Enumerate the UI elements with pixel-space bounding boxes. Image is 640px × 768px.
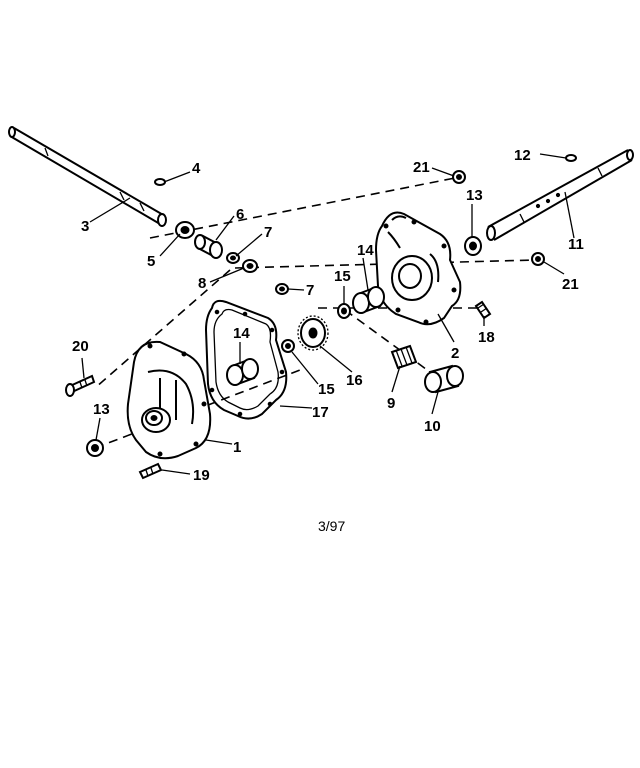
seal-part-8	[242, 259, 258, 273]
callout-21-right: 21	[562, 276, 579, 293]
washer-part-7-lower	[275, 283, 289, 295]
bushing-part-14-right	[352, 286, 385, 314]
callout-8: 8	[198, 275, 206, 292]
callout-7-lower: 7	[306, 282, 314, 299]
revision-date: 3/97	[318, 518, 345, 534]
bearing-part-13-lower	[86, 439, 104, 457]
washer-part-7-upper	[226, 252, 240, 264]
callout-7-upper: 7	[264, 224, 272, 241]
callout-13-lower: 13	[93, 401, 110, 418]
callout-12: 12	[514, 147, 531, 164]
callout-19: 19	[193, 467, 210, 484]
washer-part-15-lower	[281, 339, 295, 353]
housing-half-part-2	[374, 211, 462, 326]
leader-lines	[81, 153, 575, 475]
bearing-part-5	[175, 221, 195, 239]
callout-11: 11	[568, 236, 584, 253]
callout-18: 18	[478, 329, 495, 346]
key-part-12	[565, 154, 577, 162]
callout-14-left: 14	[233, 325, 250, 342]
bushing-part-6	[194, 234, 223, 259]
worm-part-9	[390, 344, 418, 370]
part-callouts: 3 4 5 6 7 8 7 21 13 12 11 21 14 15 2 18 …	[72, 147, 584, 484]
callout-13-upper: 13	[466, 187, 483, 204]
callout-15-lower: 15	[318, 381, 335, 398]
shaft-part-3	[8, 126, 167, 227]
key-part-4	[154, 178, 166, 186]
callout-4: 4	[192, 160, 201, 177]
washer-part-15-upper	[337, 303, 351, 319]
callout-6: 6	[236, 206, 244, 223]
bolt-part-20	[65, 374, 96, 397]
callout-2: 2	[451, 345, 459, 362]
screw-part-18	[474, 300, 492, 320]
callout-3: 3	[81, 218, 89, 235]
callout-20: 20	[72, 338, 89, 355]
callout-15-upper: 15	[334, 268, 351, 285]
sleeve-part-10	[424, 364, 464, 394]
bushing-part-14-left	[226, 358, 259, 386]
nut-part-21-right	[531, 252, 545, 266]
callout-5: 5	[147, 253, 155, 270]
bearing-part-13-upper	[464, 236, 482, 256]
nut-part-21-upper	[452, 170, 466, 184]
callout-16: 16	[346, 372, 363, 389]
callout-17: 17	[312, 404, 329, 421]
housing-half-part-1	[126, 340, 212, 460]
callout-21-upper: 21	[413, 159, 430, 176]
gear-part-16	[297, 315, 329, 351]
callout-1: 1	[233, 439, 241, 456]
callout-10: 10	[424, 418, 441, 435]
callout-9: 9	[387, 395, 395, 412]
callout-14-right: 14	[357, 242, 374, 259]
gasket-part-17	[204, 299, 288, 420]
shaft-part-11	[486, 149, 634, 241]
bolt-part-19	[138, 462, 163, 480]
